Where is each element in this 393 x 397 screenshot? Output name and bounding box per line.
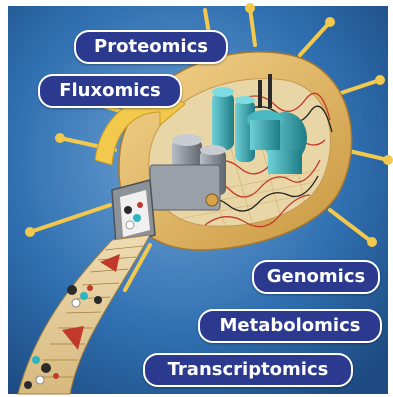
fluxomics-label: Fluxomics (38, 74, 182, 108)
metabolomics-label: Metabolomics (198, 309, 382, 343)
proteomics-label: Proteomics (74, 30, 228, 64)
genomics-label: Genomics (252, 260, 380, 294)
transcriptomics-label: Transcriptomics (143, 353, 353, 387)
